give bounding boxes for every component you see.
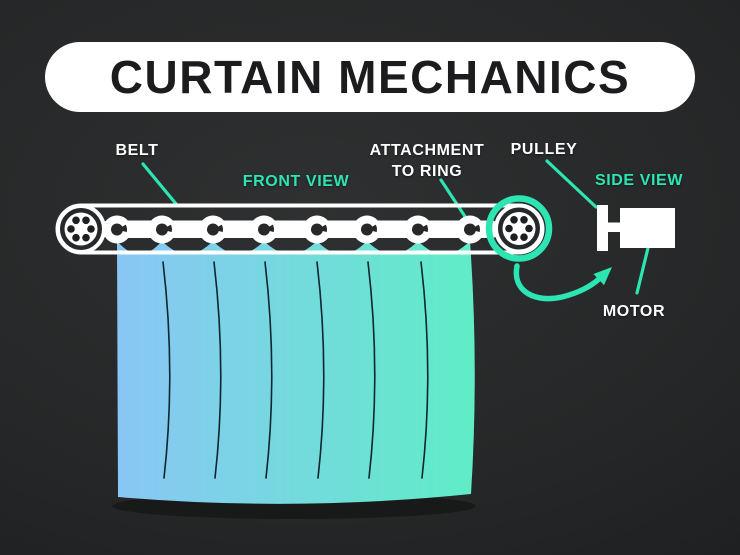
title-banner: CURTAIN MECHANICS	[45, 42, 695, 112]
pulley-label: PULLEY	[510, 141, 578, 158]
attachment-pointer-line	[439, 178, 468, 220]
curtain	[117, 241, 475, 504]
side-view-assembly	[597, 205, 675, 251]
ring-icon	[303, 215, 331, 244]
fold-line	[420, 261, 429, 479]
attachment-to-ring-label: ATTACHMENT TO RING	[370, 140, 485, 182]
attachment-label-line2: TO RING	[391, 163, 463, 180]
ring-icon	[250, 215, 278, 244]
curved-arrow-icon	[513, 263, 612, 302]
left-pulley-icon	[56, 204, 106, 254]
front-view-label: FRONT VIEW	[242, 173, 350, 190]
fold-line	[316, 261, 325, 479]
right-pulley-icon	[494, 203, 544, 254]
page-title: CURTAIN MECHANICS	[109, 51, 631, 103]
ring-icon	[353, 215, 381, 244]
attachment-label-line1: ATTACHMENT	[369, 142, 485, 159]
ring-icon	[404, 215, 432, 244]
ring-icon	[456, 215, 484, 244]
fold-line	[367, 261, 376, 479]
motor-pointer-line	[635, 246, 650, 295]
ring-icon	[103, 215, 131, 244]
pulley-pointer-line	[545, 159, 598, 209]
ring-icon	[148, 215, 176, 244]
fold-line	[162, 261, 171, 479]
pointer-lines	[141, 159, 650, 295]
belt-pointer-line	[141, 162, 179, 207]
belt-label: BELT	[115, 142, 159, 159]
side-view-label: SIDE VIEW	[594, 172, 684, 189]
ring-icon	[199, 215, 227, 244]
curtain-rings	[103, 215, 484, 244]
pulley-highlight-circle	[485, 195, 553, 262]
side-view-shaft	[608, 222, 622, 232]
curtain-folds	[162, 261, 429, 479]
fold-line	[213, 261, 222, 479]
side-view-pulley-bar	[597, 205, 608, 251]
motor-label: MOTOR	[602, 303, 666, 320]
fold-line	[264, 261, 273, 479]
motor-box	[620, 208, 675, 248]
